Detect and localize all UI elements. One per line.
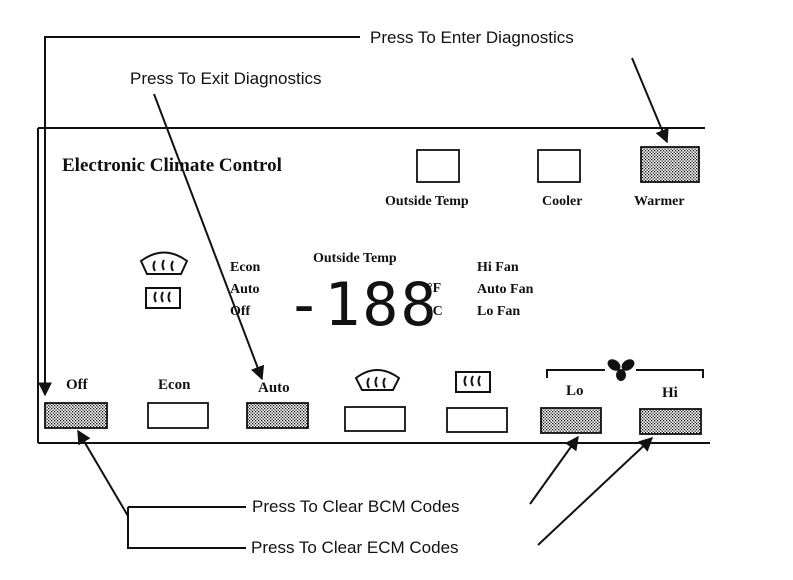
unit-fahrenheit: °F	[427, 281, 441, 296]
rear-defrost-button-icon	[455, 371, 491, 393]
warmer-label: Warmer	[634, 194, 685, 209]
outside-temp-button[interactable]	[416, 149, 460, 183]
hi-button[interactable]	[639, 408, 702, 435]
mode-auto: Auto	[230, 282, 260, 297]
clear-ecm-arrow-to-hi	[537, 437, 654, 546]
front-defrost-icon	[139, 251, 189, 275]
mode-econ: Econ	[230, 260, 261, 275]
temperature-readout: -188	[286, 270, 439, 340]
cooler-label: Cooler	[542, 194, 582, 209]
exit-diagnostics-callout: Press To Exit Diagnostics	[130, 69, 321, 88]
auto-label: Auto	[258, 380, 290, 396]
rear-defrost-button[interactable]	[446, 407, 508, 433]
fan-auto: Auto Fan	[477, 282, 534, 297]
cooler-button[interactable]	[537, 149, 581, 183]
off-label: Off	[66, 377, 89, 393]
enter-diagnostics-leader-to-off	[38, 36, 360, 397]
fan-hi: Hi Fan	[477, 260, 519, 275]
mode-off: Off	[230, 304, 251, 319]
rear-defrost-icon	[145, 287, 181, 309]
warmer-button[interactable]	[640, 146, 700, 183]
clear-ecm-callout: Press To Clear ECM Codes	[251, 538, 459, 557]
outside-temp-display-label: Outside Temp	[313, 251, 397, 266]
front-defrost-button-icon	[354, 369, 401, 391]
clear-codes-arrow-to-off	[77, 429, 129, 517]
panel-title: Electronic Climate Control	[62, 155, 282, 176]
exit-diagnostics-arrow-to-auto	[153, 93, 265, 381]
hi-label: Hi	[662, 385, 678, 401]
fan-lo: Lo Fan	[477, 304, 520, 319]
unit-celsius: °C	[427, 304, 443, 319]
auto-button[interactable]	[246, 402, 309, 429]
off-button[interactable]	[44, 402, 108, 429]
econ-button[interactable]	[147, 402, 209, 429]
fan-bracket-left	[546, 369, 605, 378]
enter-diagnostics-callout: Press To Enter Diagnostics	[370, 28, 574, 47]
clear-bcm-callout: Press To Clear BCM Codes	[252, 497, 460, 516]
clear-bcm-arrow-to-lo	[529, 435, 579, 505]
econ-label: Econ	[158, 377, 191, 393]
fan-bracket-right	[636, 369, 704, 378]
lo-label: Lo	[566, 383, 584, 399]
clear-ecm-leader	[127, 507, 246, 549]
outside-temp-label: Outside Temp	[385, 194, 469, 209]
fan-icon	[607, 359, 635, 381]
lo-button[interactable]	[540, 407, 602, 434]
front-defrost-button[interactable]	[344, 406, 406, 432]
enter-diagnostics-arrow-to-warmer	[631, 57, 669, 144]
